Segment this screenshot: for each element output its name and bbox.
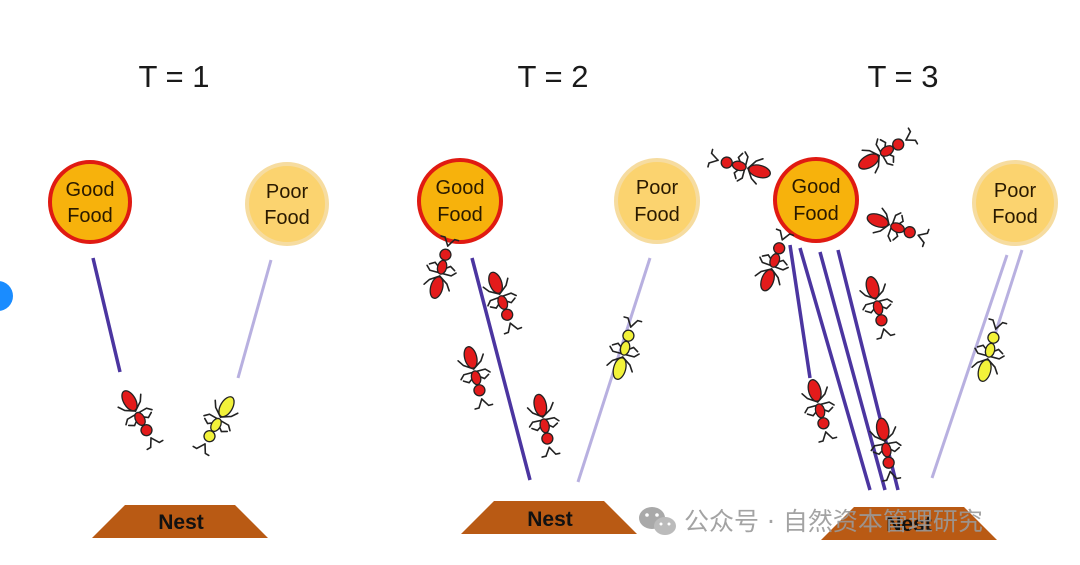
red-ant-icon: [865, 414, 908, 483]
red-ant-icon: [705, 142, 775, 190]
good-food-t2: Good Food: [417, 158, 503, 244]
svg-text:Food: Food: [67, 205, 113, 227]
trail-good-t1: [91, 257, 122, 373]
nest-t2: Nest: [461, 501, 637, 534]
yellow-ant-icon: [187, 388, 246, 460]
poor-food-t1: Poor Food: [245, 162, 329, 246]
time-label-t3: T = 3: [868, 59, 939, 94]
time-label-t2: T = 2: [518, 59, 589, 94]
poor-food-t3: Poor Food: [972, 160, 1058, 246]
poor-food-t2: Poor Food: [614, 158, 700, 244]
watermark-text: 公众号 · 自然资本管理研究: [684, 507, 983, 536]
panel-t1: T = 1 Good Food Poor Food Nest: [48, 59, 329, 538]
svg-text:Nest: Nest: [527, 508, 573, 531]
trail-good-t3: [788, 244, 900, 491]
panel-t2: T = 2 Good Food Poor Food Nest: [417, 59, 700, 534]
svg-text:Poor: Poor: [994, 180, 1037, 202]
watermark: 公众号 · 自然资本管理研究: [639, 507, 983, 536]
nest-t3: Nest: [821, 507, 997, 540]
good-food-t1: Good Food: [48, 160, 132, 244]
red-ant-icon: [110, 382, 169, 454]
svg-text:Good: Good: [66, 179, 115, 201]
svg-text:Nest: Nest: [158, 511, 204, 534]
svg-text:Good: Good: [792, 176, 841, 198]
svg-text:Poor: Poor: [266, 181, 309, 203]
red-ant-icon: [522, 390, 567, 460]
trail-poor-t1: [236, 259, 273, 379]
left-edge-dot: [0, 281, 13, 311]
svg-text:Food: Food: [437, 204, 483, 226]
svg-text:Nest: Nest: [886, 513, 932, 536]
red-ant-icon: [796, 375, 844, 445]
svg-text:Food: Food: [634, 204, 680, 226]
svg-text:Food: Food: [264, 207, 310, 229]
wechat-icon: [639, 507, 676, 535]
trail-good-t2: [470, 257, 532, 481]
red-ant-icon: [418, 233, 466, 303]
svg-text:Good: Good: [436, 177, 485, 199]
time-label-t1: T = 1: [139, 59, 210, 94]
yellow-ant-icon: [601, 314, 649, 384]
red-ant-icon: [854, 272, 902, 342]
nest-t1: Nest: [92, 505, 268, 538]
red-ant-icon: [850, 122, 922, 181]
red-ant-icon: [452, 342, 500, 412]
trail-poor-t3: [930, 249, 1024, 479]
red-ant-icon: [861, 201, 932, 253]
good-food-t3: Good Food: [773, 157, 859, 243]
svg-text:Food: Food: [992, 206, 1038, 228]
panel-t3: T = 3 Good Food Poor Food: [705, 59, 1058, 540]
svg-text:Poor: Poor: [636, 177, 679, 199]
svg-text:Food: Food: [793, 203, 839, 225]
